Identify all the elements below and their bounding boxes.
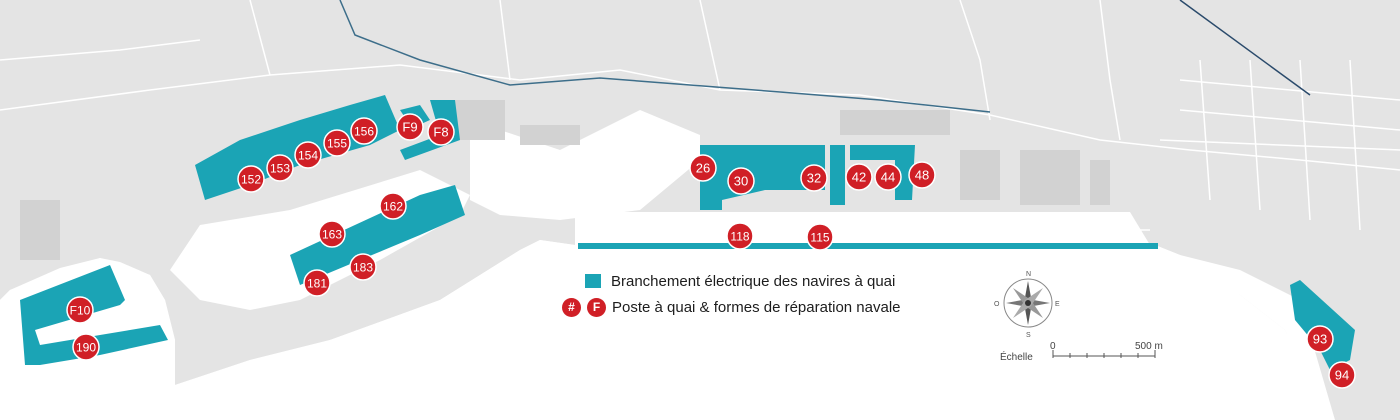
berth-marker-circle bbox=[303, 269, 331, 297]
berth-marker-circle bbox=[323, 129, 351, 157]
berth-marker-circle bbox=[379, 192, 407, 220]
berth-marker-label: 162 bbox=[383, 200, 403, 214]
berth-marker-circle bbox=[845, 163, 873, 191]
berth-marker-42[interactable]: 42 bbox=[845, 163, 873, 191]
berth-marker-94[interactable]: 94 bbox=[1328, 361, 1356, 389]
berth-marker-44[interactable]: 44 bbox=[874, 163, 902, 191]
berth-marker-93[interactable]: 93 bbox=[1306, 325, 1334, 353]
berth-marker-circle bbox=[874, 163, 902, 191]
berth-marker-30[interactable]: 30 bbox=[727, 167, 755, 195]
berth-marker-circle bbox=[1328, 361, 1356, 389]
berth-marker-label: 93 bbox=[1313, 332, 1327, 347]
basin-east bbox=[575, 212, 1150, 245]
berth-marker-label: 32 bbox=[807, 171, 821, 186]
scale-bar bbox=[1052, 350, 1156, 358]
basin-central bbox=[470, 110, 700, 220]
berth-marker-circle bbox=[72, 333, 100, 361]
berth-marker-circle bbox=[396, 113, 424, 141]
berth-marker-f8[interactable]: F8 bbox=[427, 118, 455, 146]
berth-marker-26[interactable]: 26 bbox=[689, 154, 717, 182]
berth-marker-circle bbox=[800, 164, 828, 192]
berth-marker-circle bbox=[350, 117, 378, 145]
road-network bbox=[0, 0, 1400, 230]
railway-line bbox=[339, 0, 991, 113]
compass-rose-icon: N E S O bbox=[994, 271, 1060, 339]
scale-title: Échelle bbox=[1000, 352, 1033, 363]
berth-marker-label: 26 bbox=[696, 161, 710, 176]
berth-marker-circle bbox=[349, 253, 377, 281]
berth-marker-label: 183 bbox=[353, 261, 373, 275]
berth-marker-f9[interactable]: F9 bbox=[396, 113, 424, 141]
legend-electric: Branchement électrique des navires à qua… bbox=[562, 268, 901, 294]
berth-marker-153[interactable]: 153 bbox=[266, 154, 294, 182]
berth-marker-48[interactable]: 48 bbox=[908, 161, 936, 189]
legend-form-badge: F bbox=[587, 297, 606, 317]
berth-marker-circle bbox=[237, 165, 265, 193]
berth-marker-label: 44 bbox=[881, 170, 895, 185]
berth-marker-190[interactable]: 190 bbox=[72, 333, 100, 361]
berth-marker-label: 30 bbox=[734, 174, 748, 189]
berth-marker-label: 155 bbox=[327, 137, 347, 151]
berth-marker-circle bbox=[726, 222, 754, 250]
berth-marker-32[interactable]: 32 bbox=[800, 164, 828, 192]
berth-marker-label: F10 bbox=[70, 304, 91, 318]
scale-start: 0 bbox=[1050, 341, 1056, 352]
berth-marker-label: F9 bbox=[402, 120, 417, 135]
berth-marker-152[interactable]: 152 bbox=[237, 165, 265, 193]
berth-marker-154[interactable]: 154 bbox=[294, 141, 322, 169]
berth-marker-label: 94 bbox=[1335, 368, 1349, 383]
berth-marker-label: 190 bbox=[76, 341, 96, 355]
berth-marker-label: 42 bbox=[852, 170, 866, 185]
berth-marker-118[interactable]: 118 bbox=[726, 222, 754, 250]
berth-marker-181[interactable]: 181 bbox=[303, 269, 331, 297]
berth-marker-circle bbox=[318, 220, 346, 248]
legend-number-badge: # bbox=[562, 297, 581, 317]
berth-marker-circle bbox=[908, 161, 936, 189]
map-legend: Branchement électrique des navires à qua… bbox=[562, 268, 901, 320]
berth-marker-label: 181 bbox=[307, 277, 327, 291]
berth-marker-circle bbox=[294, 141, 322, 169]
compass-north: N bbox=[1026, 271, 1031, 278]
legend-berth-label: Poste à quai & formes de réparation nava… bbox=[612, 298, 901, 316]
legend-berth: # F Poste à quai & formes de réparation … bbox=[562, 294, 901, 320]
berth-marker-label: 163 bbox=[322, 228, 342, 242]
berth-marker-183[interactable]: 183 bbox=[349, 253, 377, 281]
berth-marker-circle bbox=[1306, 325, 1334, 353]
berth-marker-circle bbox=[727, 167, 755, 195]
electric-swatch bbox=[585, 274, 601, 288]
berth-marker-162[interactable]: 162 bbox=[379, 192, 407, 220]
berth-marker-label: 152 bbox=[241, 173, 261, 187]
berth-marker-156[interactable]: 156 bbox=[350, 117, 378, 145]
buildings bbox=[20, 100, 1110, 260]
legend-electric-label: Branchement électrique des navires à qua… bbox=[611, 272, 896, 290]
compass-south: S bbox=[1026, 332, 1031, 339]
berth-marker-115[interactable]: 115 bbox=[806, 223, 834, 251]
open-sea bbox=[0, 240, 1335, 420]
berth-marker-label: 156 bbox=[354, 125, 374, 139]
berth-marker-circle bbox=[427, 118, 455, 146]
berth-marker-label: F8 bbox=[433, 125, 448, 140]
berth-marker-f10[interactable]: F10 bbox=[66, 296, 94, 324]
scale-end: 500 m bbox=[1135, 341, 1163, 352]
railway-line-east bbox=[1179, 0, 1311, 96]
berth-marker-label: 153 bbox=[270, 162, 290, 176]
berth-marker-155[interactable]: 155 bbox=[323, 129, 351, 157]
berth-markers: F10 190 152 153 154 155 156 F9 F8 162 163 181 183 26 3… bbox=[66, 113, 1356, 389]
berth-marker-163[interactable]: 163 bbox=[318, 220, 346, 248]
berth-marker-circle bbox=[266, 154, 294, 182]
berth-marker-label: 48 bbox=[915, 168, 929, 183]
berth-marker-circle bbox=[689, 154, 717, 182]
berth-marker-label: 118 bbox=[730, 230, 749, 244]
berth-marker-circle bbox=[66, 296, 94, 324]
berth-marker-label: 115 bbox=[810, 231, 829, 245]
berth-marker-label: 154 bbox=[298, 149, 318, 163]
berth-marker-circle bbox=[806, 223, 834, 251]
compass-east: E bbox=[1055, 301, 1060, 308]
compass-west: O bbox=[994, 301, 1000, 308]
